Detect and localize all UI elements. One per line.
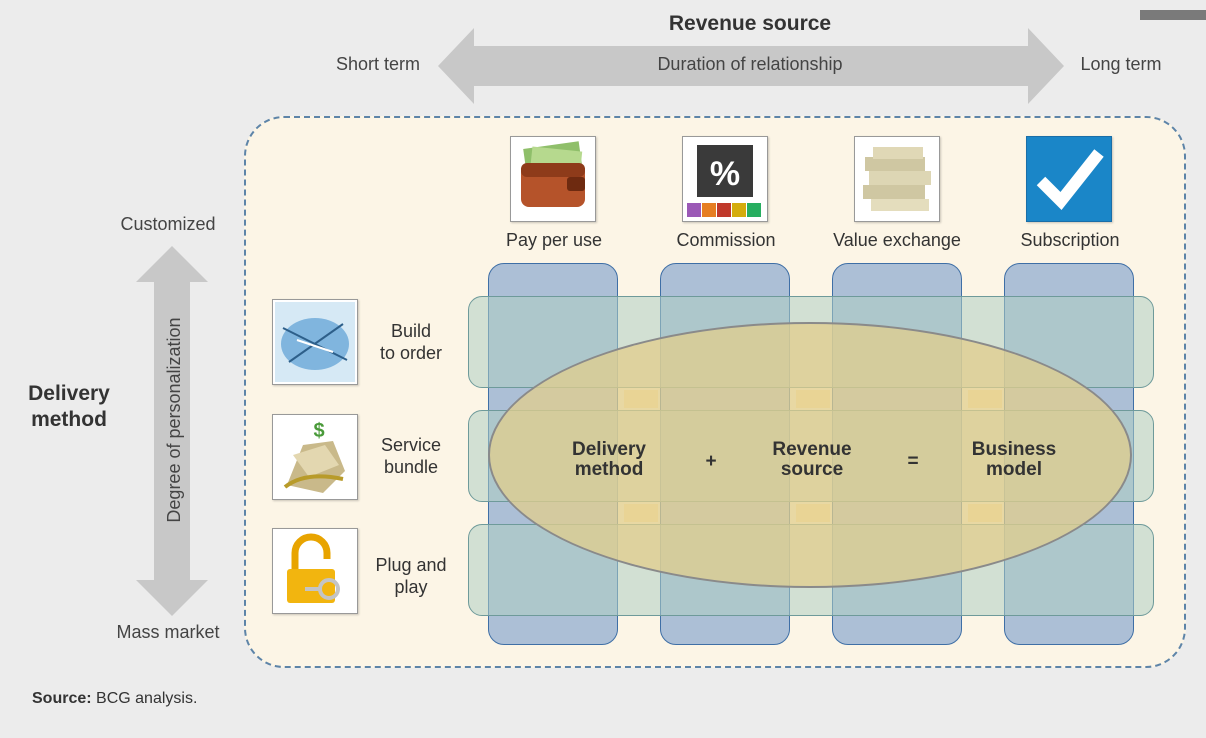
delivery-method-title: Delivery method bbox=[28, 382, 110, 431]
percent-icon: % bbox=[682, 136, 768, 222]
padlock-icon bbox=[272, 528, 358, 614]
source-note: Source: BCG analysis. bbox=[32, 690, 198, 707]
mass-market-label: Mass market bbox=[116, 622, 220, 642]
equation-equals: = bbox=[907, 451, 919, 472]
duration-label: Duration of relationship bbox=[657, 54, 843, 74]
long-term-label: Long term bbox=[1080, 54, 1162, 74]
revenue-source-title: Revenue source bbox=[668, 12, 832, 35]
duration-arrow bbox=[438, 28, 1064, 104]
column-label-subscription: Subscription bbox=[1020, 230, 1120, 250]
column-label-value-exchange: Value exchange bbox=[833, 230, 961, 250]
svg-text:%: % bbox=[710, 155, 740, 193]
dollar-bundle-icon: $ bbox=[272, 414, 358, 500]
checkmark-icon bbox=[1026, 136, 1112, 222]
business-model-ellipse bbox=[488, 322, 1132, 588]
column-label-commission: Commission bbox=[676, 230, 776, 250]
money-stack-icon bbox=[854, 136, 940, 222]
degree-of-personalization-label: Degree of personalization bbox=[164, 317, 184, 523]
customized-label: Customized bbox=[120, 214, 216, 234]
blueprint-icon bbox=[272, 299, 358, 385]
column-label-pay-per-use: Pay per use bbox=[505, 230, 603, 250]
wallet-icon bbox=[510, 136, 596, 222]
equation-plus: + bbox=[705, 451, 717, 472]
short-term-label: Short term bbox=[335, 54, 421, 74]
svg-text:$: $ bbox=[313, 420, 324, 442]
corner-bar bbox=[1140, 10, 1206, 20]
personalization-arrow bbox=[136, 246, 208, 616]
